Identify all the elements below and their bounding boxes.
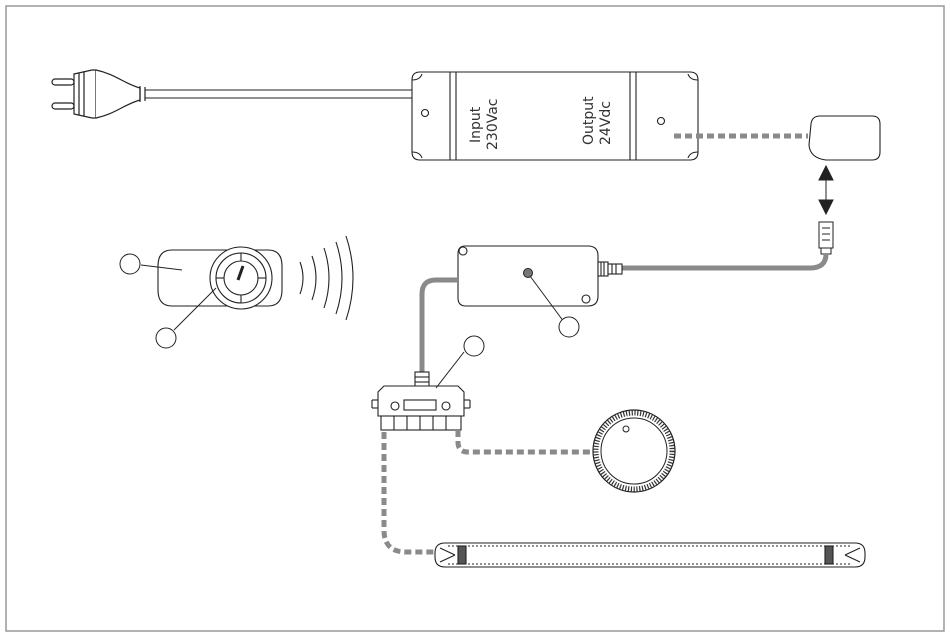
radio-waves xyxy=(300,236,353,320)
dc-plug xyxy=(819,222,833,254)
callout-remote-button xyxy=(156,328,176,348)
receiver-output-cable xyxy=(422,280,458,372)
callout-receiver xyxy=(559,317,579,337)
psu-input-value: 230Vac xyxy=(485,99,501,151)
downlight-cable xyxy=(458,430,594,452)
round-downlight xyxy=(593,410,675,492)
mains-cable xyxy=(145,90,412,98)
receiver-power-cable xyxy=(622,254,826,268)
psu-input-label: Input xyxy=(468,106,484,143)
power-supply xyxy=(412,72,698,160)
remote-control xyxy=(158,247,282,309)
mains-plug xyxy=(52,70,145,118)
terminal-block xyxy=(809,116,880,160)
connection-arrow xyxy=(819,166,833,214)
callout-connector xyxy=(464,336,484,356)
receiver-unit xyxy=(458,246,622,306)
linear-light-cable xyxy=(384,432,436,552)
psu-output-value: 24Vdc xyxy=(598,101,614,145)
psu-output-label: Output xyxy=(581,96,597,145)
callout-remote-body xyxy=(120,254,140,274)
linear-led-light xyxy=(435,543,865,567)
receiver-led xyxy=(524,269,533,278)
distribution-connector xyxy=(372,372,470,430)
